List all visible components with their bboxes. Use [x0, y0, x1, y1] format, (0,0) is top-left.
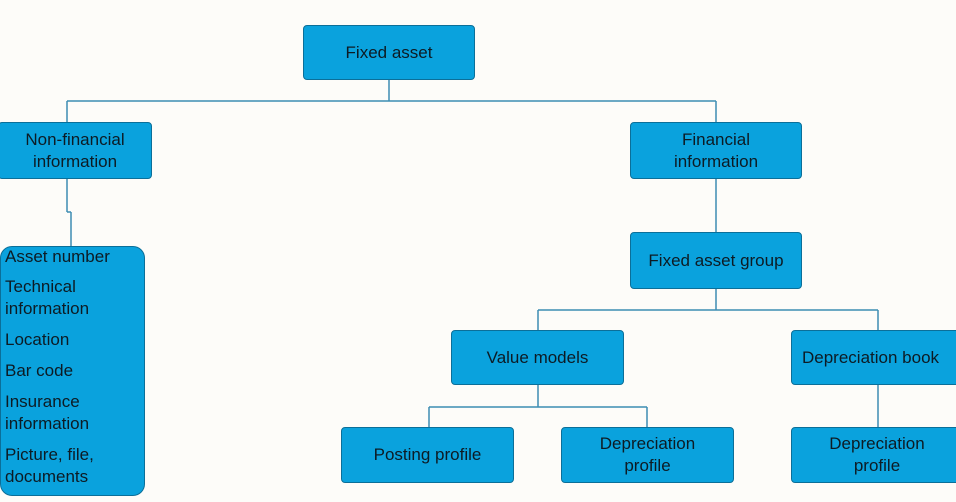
node-label: Depreciation profile [599, 434, 696, 475]
node-label: Depreciation book [802, 347, 940, 367]
node-label: Financial information [673, 129, 759, 171]
list-item: Technical information [5, 277, 90, 318]
node-depreciation-profile: Depreciation profile [561, 427, 734, 483]
node-label: Fixed asset group [648, 250, 784, 270]
node-value-models: Value models [451, 330, 624, 385]
non-financial-items-box: Asset number Technical information Locat… [0, 246, 145, 496]
node-label: Depreciation profile [829, 434, 925, 475]
list-item: Picture, file, documents [5, 445, 94, 486]
node-non-financial-information: Non-financial information [0, 122, 152, 179]
node-depreciation-book: Depreciation book [791, 330, 956, 385]
node-fixed-asset: Fixed asset [303, 25, 475, 80]
node-label: Value models [486, 347, 589, 367]
node-label: Non-financial information [25, 129, 125, 171]
list-item: Asset number [5, 247, 110, 266]
list-item: Insurance information [5, 392, 90, 433]
node-posting-profile: Posting profile [341, 427, 514, 483]
node-label: Posting profile [373, 445, 482, 464]
node-financial-information: Financial information [630, 122, 802, 179]
list-item: Location [5, 330, 70, 349]
list-item: Bar code [5, 361, 74, 380]
node-depreciation-profile: Depreciation profile [791, 427, 956, 483]
node-label: Fixed asset [345, 42, 433, 62]
node-fixed-asset-group: Fixed asset group [630, 232, 802, 289]
